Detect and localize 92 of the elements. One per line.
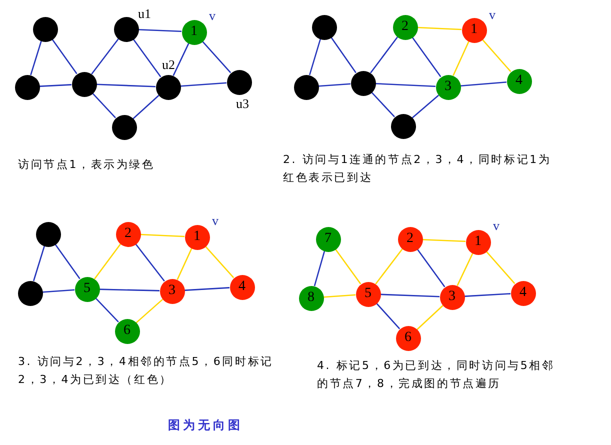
vertex-label: u2 (162, 58, 175, 71)
graph-edge (204, 246, 234, 278)
graph-node: 2 (398, 226, 422, 252)
graph-node: 2 (392, 14, 418, 40)
graph-edge (52, 38, 78, 74)
graph-node: 8 (298, 286, 324, 310)
graph-node (156, 74, 180, 100)
graph-edge (132, 94, 160, 120)
graph-edge (95, 298, 119, 322)
graph-edge (138, 28, 182, 32)
graph-node (36, 222, 60, 246)
graph-edge (180, 82, 227, 87)
graph-edge (452, 41, 470, 76)
graph-edge (380, 294, 440, 298)
graph-node (350, 70, 376, 96)
graph-edge (132, 38, 162, 78)
graph-edge (464, 293, 511, 297)
graph-edge (416, 248, 446, 288)
graph-edge (416, 305, 444, 330)
graph-node (112, 114, 136, 140)
graph-node (114, 16, 138, 42)
graph-edge (202, 40, 232, 74)
graph-edge (412, 94, 440, 118)
graph-node (312, 14, 336, 40)
graph-edge (308, 38, 322, 76)
graph-node: 7 (316, 226, 340, 252)
graph-edge (371, 92, 395, 118)
graph-node: 3 (160, 278, 184, 304)
graph-edge (486, 250, 516, 284)
graph-node: 4 (506, 68, 532, 94)
graph-edge (54, 244, 80, 280)
graph-edge (92, 92, 116, 118)
graph-edge (375, 248, 403, 284)
graph-node: 5 (74, 276, 100, 302)
graph-node: 1 (182, 20, 206, 44)
graph-edge (376, 302, 400, 330)
graph-edge (136, 298, 164, 324)
graph-node (18, 280, 42, 306)
graph-node: 1 (462, 18, 486, 42)
graph-node (72, 72, 96, 96)
step-description: 3. 访问与2，3，4相邻的节点5，6同时标记2，3，4为已到达（红色） (18, 354, 274, 388)
graph-node (294, 74, 318, 100)
graph-edge (460, 81, 507, 87)
graph-edge (140, 234, 185, 238)
graph-node: 2 (116, 222, 140, 246)
graph-node (390, 114, 416, 138)
step-description: 访问节点1，表示为绿色 (18, 157, 156, 173)
graph-edge (334, 248, 362, 284)
vertex-label: v (493, 219, 500, 232)
graph-node (32, 16, 58, 42)
graph-edge (318, 83, 351, 87)
step-description: 2. 访问与1连通的节点2，3，4，同时标记1为红色表示已到达 (283, 152, 552, 186)
graph-node: 3 (440, 284, 464, 310)
graph-edge (456, 253, 474, 286)
figure-caption: 图为无向图 (168, 417, 243, 434)
step-description: 4. 标记5，6为已到达，同时访问与5相邻的节点7，8，完成图的节点遍历 (317, 358, 556, 392)
graph-edge (184, 287, 230, 291)
vertex-label: v (489, 8, 496, 21)
graph-edge (417, 26, 462, 30)
graph-edge (42, 289, 75, 293)
vertex-label: u1 (138, 7, 151, 20)
graph-edge (96, 84, 156, 88)
graph-edge (32, 246, 46, 282)
graph-node: 1 (466, 230, 490, 254)
graph-edge (135, 244, 165, 282)
vertex-label: u3 (236, 97, 249, 110)
graph-node: 1 (184, 224, 210, 250)
graph-edge (412, 36, 442, 78)
graph-edge (323, 294, 356, 298)
vertex-label: v (209, 9, 216, 22)
vertex-label: v (212, 214, 218, 227)
graph-edge (39, 84, 72, 87)
graph-node: 4 (230, 274, 254, 300)
graph-edge (330, 36, 356, 74)
graph-node (226, 70, 252, 94)
graph-edge (370, 36, 398, 74)
graph-edge (375, 82, 436, 88)
graph-edge (314, 250, 326, 286)
graph-edge (91, 38, 119, 74)
graph-edge (422, 238, 466, 242)
graph-node: 6 (114, 318, 140, 344)
graph-node: 4 (510, 280, 536, 306)
graph-node: 3 (436, 74, 460, 100)
graph-edge (99, 288, 160, 292)
graph-node (14, 74, 40, 100)
graph-edge (176, 248, 192, 280)
graph-edge (172, 43, 190, 76)
graph-node: 6 (396, 326, 420, 350)
graph-edge (482, 38, 512, 72)
graph-node: 5 (356, 282, 380, 306)
graph-edge (30, 40, 42, 76)
graph-edge (94, 244, 122, 280)
